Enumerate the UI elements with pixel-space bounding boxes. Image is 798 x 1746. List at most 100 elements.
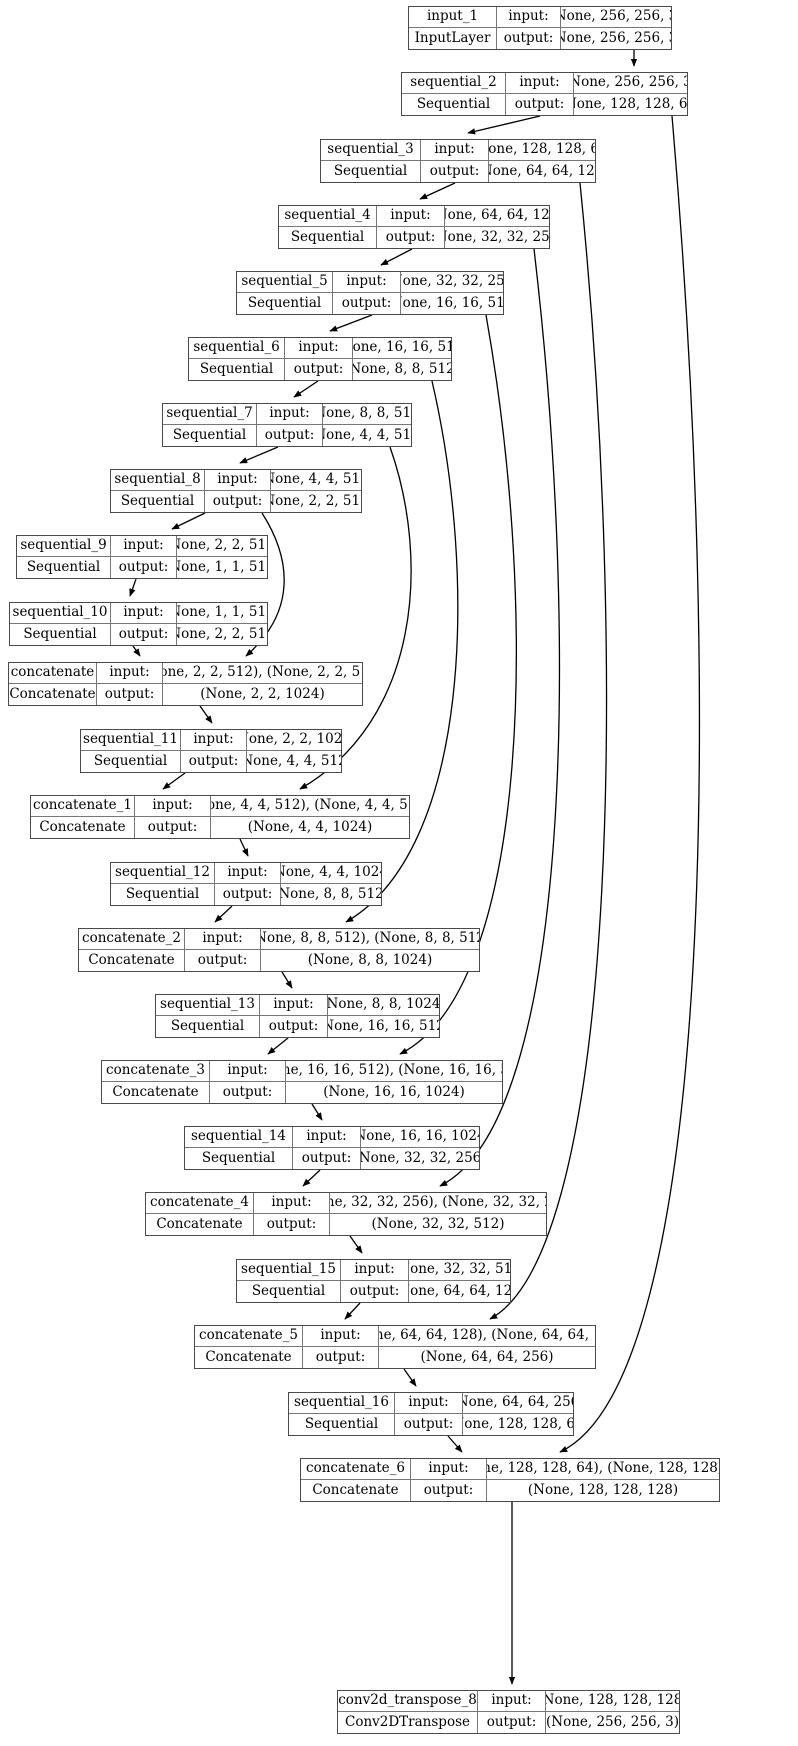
layer-name: sequential_6: [189, 338, 285, 358]
layer-class: Sequential: [163, 425, 257, 446]
input-label: input:: [111, 536, 177, 556]
output-label: output:: [205, 491, 271, 512]
output-shape: (None, 32, 32, 256): [445, 228, 549, 245]
input-label: input:: [185, 929, 261, 949]
output-shape: (None, 2, 2, 512): [177, 625, 267, 642]
input-shape: (None, 2, 2, 1024): [247, 731, 341, 748]
output-shape: (None, 256, 256, 3): [546, 1713, 679, 1730]
input-label: input:: [395, 1393, 463, 1413]
input-label: input:: [497, 7, 561, 27]
output-shape: (None, 2, 2, 512): [271, 492, 361, 509]
layer-class: Sequential: [402, 94, 506, 115]
input-shape: (None, 128, 128, 128): [546, 1692, 679, 1709]
input-label: input:: [421, 140, 489, 160]
output-label: output:: [341, 1281, 409, 1302]
input-label: input:: [478, 1691, 546, 1711]
layer-name: sequential_3: [321, 140, 421, 160]
layer-name: input_1: [409, 7, 497, 27]
output-label: output:: [257, 425, 323, 446]
edge-sequential_9-to-sequential_10: [129, 578, 137, 597]
input-shape: (None, 256, 256, 3): [574, 74, 687, 91]
edge-sequential_5-to-sequential_6: [329, 314, 373, 332]
edge-sequential_2-to-sequential_3: [467, 115, 541, 135]
layer-class: Concatenate: [195, 1347, 303, 1368]
layer-class: Sequential: [237, 293, 333, 314]
layer-class: Sequential: [189, 359, 285, 380]
layer-class: Concatenate: [9, 684, 97, 705]
output-shape: (None, 4, 4, 512): [323, 426, 411, 443]
layer-name: sequential_14: [185, 1127, 293, 1147]
output-label: output:: [421, 161, 489, 182]
layer-name: sequential_16: [289, 1393, 395, 1413]
layer-class: Sequential: [81, 751, 181, 772]
layer-class: Sequential: [279, 227, 377, 248]
input-shape: (None, 4, 4, 1024): [281, 864, 381, 881]
output-shape: (None, 16, 16, 1024): [323, 1083, 465, 1100]
output-shape: (None, 128, 128, 64): [463, 1415, 573, 1432]
layer-name: concatenate_4: [146, 1193, 254, 1213]
edge-concatenate_5-to-sequential_16: [403, 1368, 417, 1387]
output-label: output:: [333, 293, 401, 314]
output-label: output:: [395, 1414, 463, 1435]
edge-sequential_10-to-concatenate: [132, 645, 141, 657]
input-label: input:: [205, 470, 271, 490]
edge-concatenate-to-sequential_11: [199, 705, 213, 724]
input-label: input:: [215, 863, 281, 883]
layer-name: concatenate_1: [31, 796, 135, 816]
output-shape: [(None, 256, 256, 3)]: [561, 29, 671, 46]
input-label: input:: [210, 1061, 286, 1081]
input-label: input:: [135, 796, 211, 816]
edge-concatenate_1-to-sequential_12: [239, 838, 249, 857]
layer-name: sequential_2: [402, 73, 506, 93]
output-label: output:: [293, 1148, 361, 1169]
input-shape: (None, 4, 4, 512): [271, 471, 361, 488]
layer-class: Sequential: [111, 884, 215, 905]
input-label: input:: [285, 338, 353, 358]
edge-sequential_13-to-concatenate_3: [267, 1037, 289, 1055]
layer-class: Concatenate: [146, 1214, 254, 1235]
